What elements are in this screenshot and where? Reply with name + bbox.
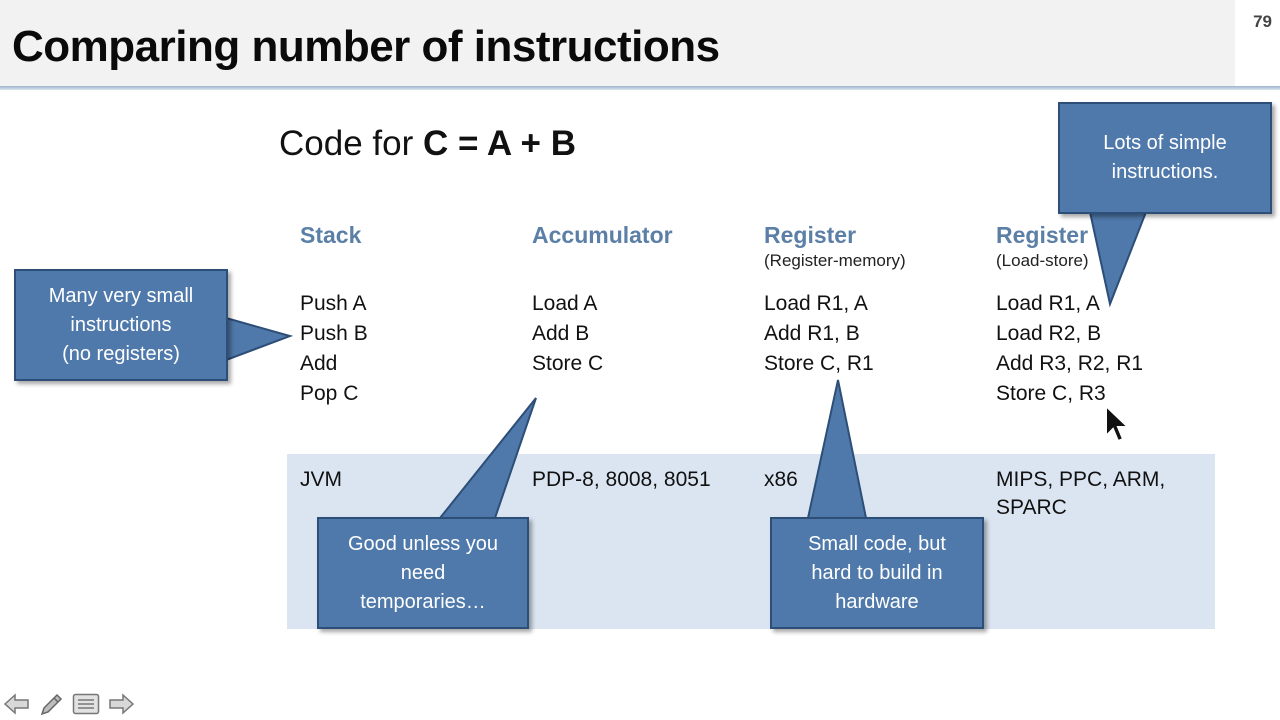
slide-subtitle: Code for C = A + B [279, 124, 576, 164]
code-line: Store C, R1 [764, 352, 874, 375]
code-line: Store C, R3 [996, 382, 1106, 405]
pointer-load-store [1088, 211, 1148, 308]
subtitle-prefix: Code for [279, 124, 423, 163]
code-line: Load A [532, 292, 598, 315]
column-heading: Register [996, 222, 1089, 248]
callout-line: hardware [835, 590, 919, 613]
pen-icon[interactable] [38, 692, 64, 716]
column-heading: Stack [300, 222, 362, 248]
platform-line: MIPS, PPC, ARM, [996, 468, 1166, 491]
title-divider [0, 86, 1280, 90]
code-line: Pop C [300, 382, 359, 405]
column-heading: Accumulator [532, 222, 673, 248]
code-line: Add [300, 352, 338, 375]
code-block: Load A Add B Store C [532, 289, 762, 379]
code-line: Add R3, R2, R1 [996, 352, 1144, 375]
callout-line: hard to build in [811, 561, 943, 584]
column-accumulator: Accumulator Load A Add B Store C [532, 220, 762, 379]
menu-icon[interactable] [72, 693, 100, 715]
platform-load-store: MIPS, PPC, ARM, SPARC [996, 466, 1165, 522]
callout-line: need [400, 561, 446, 584]
code-line: Load R1, A [996, 292, 1100, 315]
pointer-stack [225, 316, 294, 362]
subtitle-equation: C = A + B [422, 124, 576, 163]
mouse-cursor-icon [1105, 404, 1131, 443]
slide-navigation [4, 692, 134, 716]
callout-line: instructions. [1111, 161, 1219, 183]
code-line: Store C [532, 352, 604, 375]
platform-register-memory: x86 [764, 468, 798, 491]
callout-stack: Many very small instructions (no registe… [14, 269, 228, 381]
page-number: 79 [1253, 12, 1272, 31]
callout-line: Good unless you [347, 532, 499, 555]
code-block: Push A Push B Add Pop C [300, 289, 530, 409]
column-subheading: (Load-store) [996, 251, 1089, 270]
callout-line: Many very small [48, 284, 194, 307]
code-line: Add B [532, 322, 590, 345]
platform-accumulator: PDP-8, 8008, 8051 [532, 468, 711, 491]
pointer-accumulator [437, 397, 537, 519]
callout-load-store: Lots of simple instructions. [1058, 102, 1272, 214]
callout-line: (no registers) [62, 342, 180, 365]
pointer-register-memory [806, 379, 868, 519]
slide-title: Comparing number of instructions [12, 22, 720, 71]
column-heading: Register [764, 222, 857, 248]
column-register-memory: Register (Register-memory) Load R1, A Ad… [764, 220, 994, 379]
callout-register-memory: Small code, but hard to build in hardwar… [770, 517, 984, 629]
code-line: Push B [300, 322, 368, 345]
platform-stack: JVM [300, 468, 342, 491]
code-block: Load R1, A Load R2, B Add R3, R2, R1 Sto… [996, 289, 1226, 409]
callout-line: temporaries… [360, 590, 486, 613]
callout-accumulator: Good unless you need temporaries… [317, 517, 529, 629]
code-line: Load R2, B [996, 322, 1102, 345]
code-line: Add R1, B [764, 322, 860, 345]
title-bar [0, 0, 1235, 86]
callout-line: instructions [70, 313, 172, 336]
code-block: Load R1, A Add R1, B Store C, R1 [764, 289, 994, 379]
platform-line: SPARC [996, 496, 1067, 519]
callout-line: Lots of simple [1103, 132, 1227, 154]
forward-arrow-icon[interactable] [108, 693, 134, 715]
column-stack: Stack Push A Push B Add Pop C [300, 220, 530, 409]
code-line: Push A [300, 292, 367, 315]
column-subheading: (Register-memory) [764, 251, 906, 270]
callout-line: Small code, but [808, 532, 946, 555]
column-load-store: Register (Load-store) Load R1, A Load R2… [996, 220, 1226, 409]
back-arrow-icon[interactable] [4, 693, 30, 715]
code-line: Load R1, A [764, 292, 868, 315]
